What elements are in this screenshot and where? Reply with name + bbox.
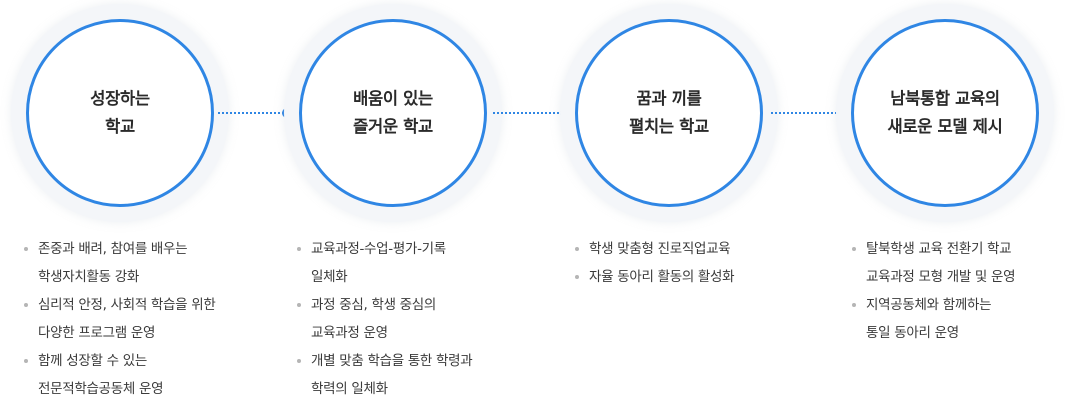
connector-1-2 bbox=[218, 112, 290, 114]
stage-title-3-line-1: 꿈과 끼를 bbox=[636, 89, 702, 108]
bullet-dot-icon bbox=[575, 247, 579, 251]
stage-list-1: 존중과 배려, 참여를 배우는 학생자치활동 강화 심리적 안정, 사회적 학습… bbox=[20, 235, 216, 403]
list-item-line: 탈북학생 교육 전환기 학교 bbox=[866, 241, 1012, 257]
bullet-dot-icon bbox=[24, 303, 28, 307]
list-item: 과정 중심, 학생 중심의 교육과정 운영 bbox=[293, 291, 472, 347]
stage-circle-2: 배움이 있는 즐거운 학교 bbox=[299, 19, 487, 207]
stage-title-3-line-2: 펼치는 학교 bbox=[629, 117, 709, 136]
list-item-line: 학력의 일체화 bbox=[311, 381, 388, 397]
list-item: 자율 동아리 활동의 활성화 bbox=[571, 263, 735, 291]
stage-list-3: 학생 맞춤형 진로직업교육 자율 동아리 활동의 활성화 bbox=[571, 235, 735, 291]
stage-title-2: 배움이 있는 즐거운 학교 bbox=[353, 85, 433, 141]
stage-circle-1: 성장하는 학교 bbox=[26, 19, 214, 207]
list-item-line: 교육과정-수업-평가-기록 bbox=[311, 241, 446, 257]
bullet-dot-icon bbox=[852, 247, 856, 251]
list-item: 함께 성장할 수 있는 전문적학습공동체 운영 bbox=[20, 347, 216, 403]
list-item-line: 다양한 프로그램 운영 bbox=[38, 325, 156, 341]
stage-title-2-line-2: 즐거운 학교 bbox=[353, 117, 433, 136]
list-item-line: 교육과정 운영 bbox=[311, 325, 388, 341]
bullet-dot-icon bbox=[852, 303, 856, 307]
list-item-line: 교육과정 모형 개발 및 운영 bbox=[866, 269, 1016, 285]
list-item: 개별 맞춤 학습을 통한 학령과 학력의 일체화 bbox=[293, 347, 473, 403]
connector-3-4 bbox=[771, 112, 843, 114]
bullet-dot-icon bbox=[297, 247, 301, 251]
list-item-line: 학생 맞춤형 진로직업교육 bbox=[589, 241, 731, 257]
bullet-dot-icon bbox=[575, 275, 579, 279]
connector-2-3 bbox=[493, 112, 565, 114]
list-item: 교육과정-수업-평가-기록 일체화 bbox=[293, 235, 472, 291]
stage-list-2: 교육과정-수업-평가-기록 일체화 과정 중심, 학생 중심의 교육과정 운영 … bbox=[293, 235, 473, 403]
list-item: 심리적 안정, 사회적 학습을 위한 다양한 프로그램 운영 bbox=[20, 291, 216, 347]
bullet-dot-icon bbox=[297, 359, 301, 363]
list-item: 탈북학생 교육 전환기 학교 교육과정 모형 개발 및 운영 bbox=[848, 235, 1016, 291]
list-item-line: 전문적학습공동체 운영 bbox=[38, 381, 164, 397]
stage-title-2-line-1: 배움이 있는 bbox=[353, 89, 433, 108]
stage-title-1-line-2: 학교 bbox=[105, 117, 135, 136]
stage-title-3: 꿈과 끼를 펼치는 학교 bbox=[629, 85, 709, 141]
bullet-dot-icon bbox=[24, 359, 28, 363]
stage-title-4: 남북통합 교육의 새로운 모델 제시 bbox=[887, 85, 1002, 141]
list-item: 학생 맞춤형 진로직업교육 bbox=[571, 235, 734, 263]
list-item-line: 심리적 안정, 사회적 학습을 위한 bbox=[38, 297, 216, 313]
list-item-line: 통일 동아리 운영 bbox=[866, 325, 959, 341]
stage-title-1: 성장하는 학교 bbox=[90, 85, 150, 141]
list-item-line: 과정 중심, 학생 중심의 bbox=[311, 297, 437, 313]
list-item: 지역공동체와 함께하는 통일 동아리 운영 bbox=[848, 291, 1015, 347]
list-item: 존중과 배려, 참여를 배우는 학생자치활동 강화 bbox=[20, 235, 216, 291]
stage-circle-3: 꿈과 끼를 펼치는 학교 bbox=[575, 19, 763, 207]
stage-title-4-line-2: 새로운 모델 제시 bbox=[887, 117, 1003, 136]
list-item-line: 함께 성장할 수 있는 bbox=[38, 353, 147, 369]
bullet-dot-icon bbox=[24, 247, 28, 251]
stage-title-4-line-1: 남북통합 교육의 bbox=[890, 89, 1000, 108]
list-item-line: 일체화 bbox=[311, 269, 348, 285]
list-item-line: 개별 맞춤 학습을 통한 학령과 bbox=[311, 353, 473, 369]
bullet-dot-icon bbox=[297, 303, 301, 307]
list-item-line: 자율 동아리 활동의 활성화 bbox=[589, 269, 735, 285]
stage-circle-4: 남북통합 교육의 새로운 모델 제시 bbox=[851, 19, 1039, 207]
list-item-line: 학생자치활동 강화 bbox=[38, 269, 139, 285]
stage-list-4: 탈북학생 교육 전환기 학교 교육과정 모형 개발 및 운영 지역공동체와 함께… bbox=[848, 235, 1016, 347]
stage-title-1-line-1: 성장하는 bbox=[90, 89, 150, 108]
list-item-line: 존중과 배려, 참여를 배우는 bbox=[38, 241, 188, 257]
list-item-line: 지역공동체와 함께하는 bbox=[866, 297, 992, 313]
